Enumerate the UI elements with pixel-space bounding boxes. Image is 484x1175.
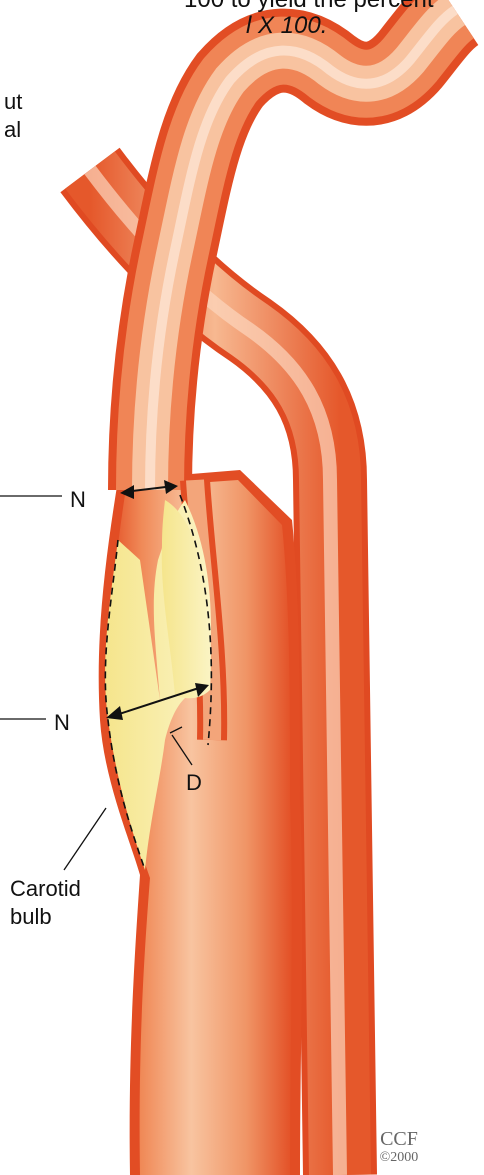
caption-line-2: l X 100. [246, 12, 327, 40]
label-n-bottom: N [54, 710, 70, 735]
credit-org: CCF [362, 1128, 436, 1150]
caption-fragment-2: al [4, 117, 21, 143]
credit-block: CCF ©2000 [362, 1128, 436, 1166]
label-n-top: N [70, 487, 86, 512]
leader-line-bulb [64, 808, 106, 870]
label-carotid-bulb: Carotid bulb [10, 875, 81, 931]
label-carotid-bulb-line-1: Carotid [10, 875, 81, 903]
caption-fragment-1: ut [4, 89, 22, 115]
label-d: D [186, 770, 202, 795]
credit-year: ©2000 [362, 1150, 436, 1166]
label-carotid-bulb-line-2: bulb [10, 903, 81, 931]
